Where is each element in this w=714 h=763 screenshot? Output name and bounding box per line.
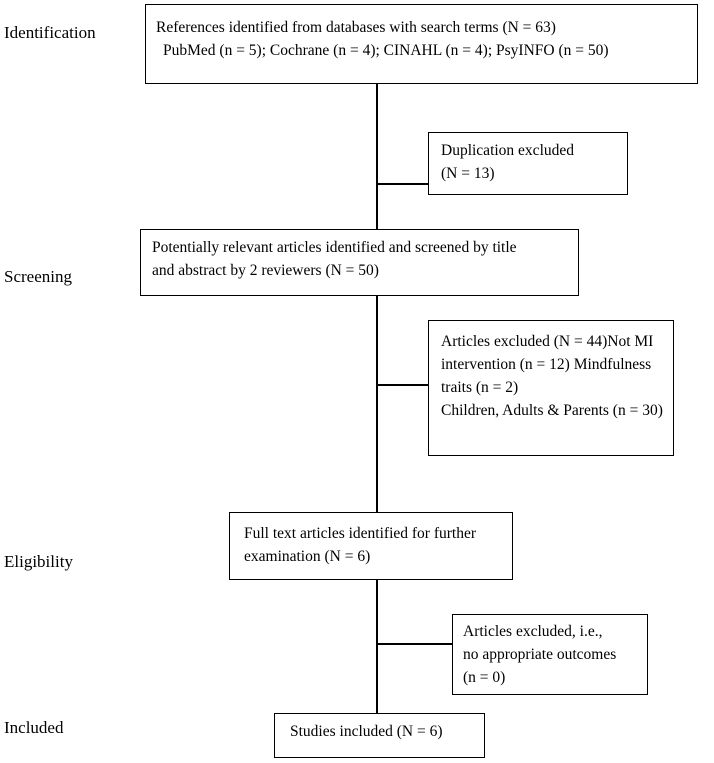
duplication-line-1: Duplication excluded <box>441 142 574 159</box>
references-line-1: References identified from databases wit… <box>156 19 556 36</box>
included-line-1: Studies included (N = 6) <box>290 723 443 740</box>
duplication-line-2: (N = 13) <box>441 165 495 182</box>
studies-included-box: Studies included (N = 6) <box>274 713 485 758</box>
connector-identification-to-screening <box>376 84 378 229</box>
screening-excluded-line-1: Articles excluded (N = 44)Not MI <box>441 333 654 350</box>
stage-label-screening: Screening <box>4 267 72 286</box>
full-text-articles-box: Full text articles identified for furthe… <box>229 512 513 580</box>
screening-excluded-box: Articles excluded (N = 44)Not MI interve… <box>428 320 674 456</box>
stage-label-identification: Identification <box>4 23 96 42</box>
references-line-2: PubMed (n = 5); Cochrane (n = 4); CINAHL… <box>163 42 609 59</box>
connector-branch-duplication-excluded <box>378 183 428 185</box>
stage-label-included: Included <box>4 718 64 737</box>
stage-label-eligibility: Eligibility <box>4 552 73 571</box>
eligibility-excluded-box: Articles excluded, i.e., no appropriate … <box>452 614 648 695</box>
screened-articles-box: Potentially relevant articles identified… <box>140 229 579 296</box>
eligibility-excluded-line-2: no appropriate outcomes <box>463 646 617 663</box>
connector-branch-screening-excluded <box>378 384 428 386</box>
full-text-line-1: Full text articles identified for furthe… <box>244 525 476 542</box>
eligibility-excluded-line-3: (n = 0) <box>463 669 506 686</box>
screening-excluded-line-3: traits (n = 2) <box>441 379 519 396</box>
eligibility-excluded-line-1: Articles excluded, i.e., <box>463 623 603 640</box>
connector-eligibility-to-included <box>376 580 378 713</box>
connector-screening-to-eligibility <box>376 296 378 512</box>
full-text-line-2: examination (N = 6) <box>244 548 371 565</box>
screening-excluded-line-2: intervention (n = 12) Mindfulness <box>441 356 652 373</box>
screening-excluded-line-4: Children, Adults & Parents (n = 30) <box>441 402 663 419</box>
duplication-excluded-box: Duplication excluded (N = 13) <box>428 132 628 195</box>
screened-line-2: and abstract by 2 reviewers (N = 50) <box>152 262 379 279</box>
references-identified-box: References identified from databases wit… <box>145 4 698 84</box>
screened-line-1: Potentially relevant articles identified… <box>152 239 517 256</box>
connector-branch-eligibility-excluded <box>378 643 452 645</box>
